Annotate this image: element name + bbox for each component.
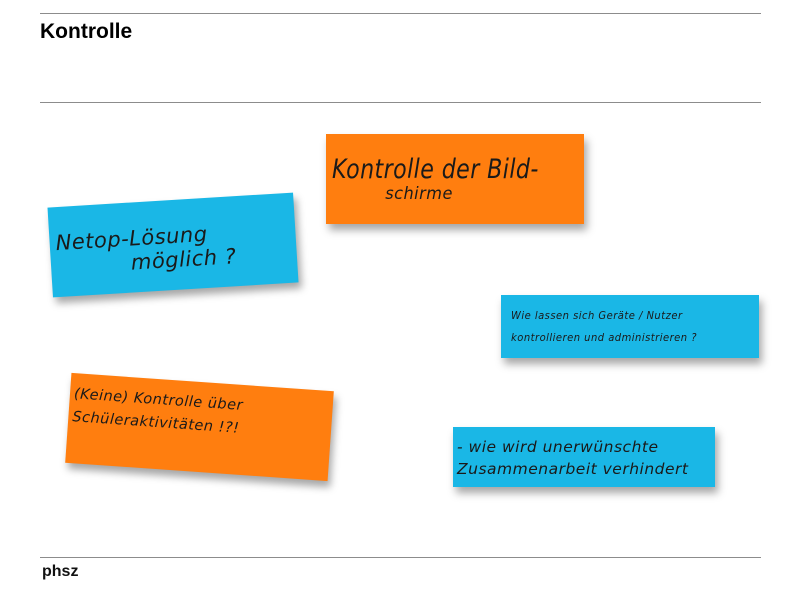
slide-title: Kontrolle [40,20,133,43]
sticky-note-schueleraktivitaeten: (Keine) Kontrolle über Schüleraktivitäte… [65,372,334,482]
note-line: Wie lassen sich Geräte / Nutzer [511,310,683,322]
note-line: Zusammenarbeit verhindert [457,460,689,478]
footer-rule [40,557,761,558]
note-line: kontrollieren und administrieren ? [511,332,697,344]
footer-logo: phsz [42,563,79,580]
header-bottom-rule [40,102,761,103]
header-top-rule [40,13,761,14]
note-line: schirme [385,184,453,204]
sticky-note-kontrolle-bildschirme: Kontrolle der Bild- schirme [326,134,584,224]
sticky-note-zusammenarbeit: - wie wird unerwünschte Zusammenarbeit v… [453,427,715,487]
sticky-note-netop-loesung: Netop-Lösung möglich ? [47,192,299,298]
note-line: Kontrolle der Bild- [332,154,539,185]
note-line: - wie wird unerwünschte [457,438,659,456]
sticky-note-geraete-nutzer: Wie lassen sich Geräte / Nutzer kontroll… [501,295,759,358]
